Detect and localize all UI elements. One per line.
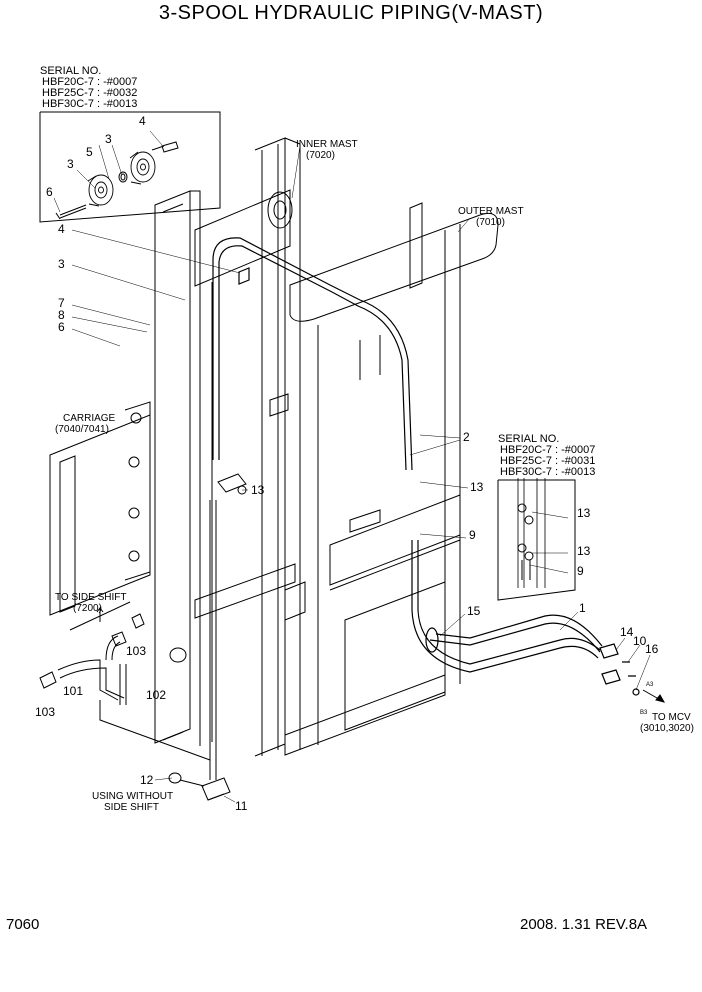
port-b3-label: B3 xyxy=(640,710,648,716)
callout-3: 3 xyxy=(67,157,74,171)
without-side-shift-label-2: SIDE SHIFT xyxy=(104,802,160,813)
callout-2: 2 xyxy=(463,430,470,444)
to-mcv-arrow xyxy=(642,689,666,703)
callout-6: 6 xyxy=(58,320,65,334)
hose-part-2 xyxy=(212,237,413,471)
side-shift-code: (7200) xyxy=(73,603,102,614)
carriage-code: (7040/7041) xyxy=(55,424,109,435)
serial-heading: SERIAL NO. xyxy=(498,433,560,445)
callout-13: 13 xyxy=(577,544,591,558)
inner-mast-label: INNER MAST xyxy=(296,139,358,150)
serial-line: HBF30C-7 : -#0013 xyxy=(42,98,138,110)
callout-9: 9 xyxy=(469,528,476,542)
serial-line: HBF20C-7 : -#0007 xyxy=(500,444,596,456)
callout-3: 3 xyxy=(58,257,65,271)
bolt-part-6 xyxy=(55,204,87,220)
inner-mast-code: (7020) xyxy=(306,150,335,161)
serial-line: HBF20C-7 : -#0007 xyxy=(42,76,138,88)
port-a3-label: A3 xyxy=(646,682,654,688)
callout-11: 11 xyxy=(235,799,248,813)
page-code: 7060 xyxy=(6,916,40,933)
page-title: 3-SPOOL HYDRAULIC PIPING(V-MAST) xyxy=(158,2,544,24)
carriage-label: CARRIAGE xyxy=(63,413,116,424)
date-revision: 2008. 1.31 REV.8A xyxy=(520,916,648,933)
pipe-part-1 xyxy=(411,540,640,696)
vertical-feed-lines xyxy=(209,473,247,780)
leader-lines xyxy=(71,145,651,803)
inner-mast xyxy=(154,137,301,757)
serial-line: HBF30C-7 : -#0013 xyxy=(500,466,596,478)
callout-1: 1 xyxy=(579,601,586,615)
callout-10: 10 xyxy=(633,634,647,648)
outer-mast xyxy=(284,202,499,756)
callout-103: 103 xyxy=(35,705,56,719)
serial-line: HBF25C-7 : -#0032 xyxy=(42,87,138,99)
callout-5: 5 xyxy=(86,145,93,159)
callout-13: 13 xyxy=(470,480,484,494)
outer-mast-code: (7010) xyxy=(476,217,505,228)
carriage xyxy=(49,401,151,616)
callout-102: 102 xyxy=(146,688,167,702)
roller-part-3-upper xyxy=(129,151,156,185)
callout-13: 13 xyxy=(251,483,265,497)
callout-13: 13 xyxy=(577,506,591,520)
callout-4: 4 xyxy=(58,222,65,236)
callout-16: 16 xyxy=(645,642,659,656)
callout-15: 15 xyxy=(467,604,481,618)
to-mcv-label: TO MCV xyxy=(652,712,691,723)
detail-box-left xyxy=(39,111,221,223)
callout-6: 6 xyxy=(46,185,53,199)
callout-14: 14 xyxy=(620,625,634,639)
outer-mast-label: OUTER MAST xyxy=(458,206,524,217)
junction-part-11 xyxy=(168,772,231,801)
detail-box-right xyxy=(497,478,576,601)
callout-9: 9 xyxy=(577,564,584,578)
roller-part-3-lower xyxy=(87,174,114,207)
side-shift-label: TO SIDE SHIFT xyxy=(55,592,127,603)
callout-101: 101 xyxy=(63,684,84,698)
callout-8: 8 xyxy=(58,308,65,322)
side-shift-pipes xyxy=(39,601,211,761)
without-side-shift-label: USING WITHOUT xyxy=(92,791,174,802)
callout-4: 4 xyxy=(139,114,146,128)
callout-12: 12 xyxy=(140,773,154,787)
bolt-part-4 xyxy=(151,141,179,153)
serial-heading: SERIAL NO. xyxy=(40,65,102,77)
callout-7: 7 xyxy=(58,296,65,310)
spacer-part-5 xyxy=(118,171,128,183)
to-mcv-code: (3010,3020) xyxy=(640,723,694,734)
serial-line: HBF25C-7 : -#0031 xyxy=(500,455,596,467)
callout-3: 3 xyxy=(105,132,112,146)
callout-103: 103 xyxy=(126,644,147,658)
